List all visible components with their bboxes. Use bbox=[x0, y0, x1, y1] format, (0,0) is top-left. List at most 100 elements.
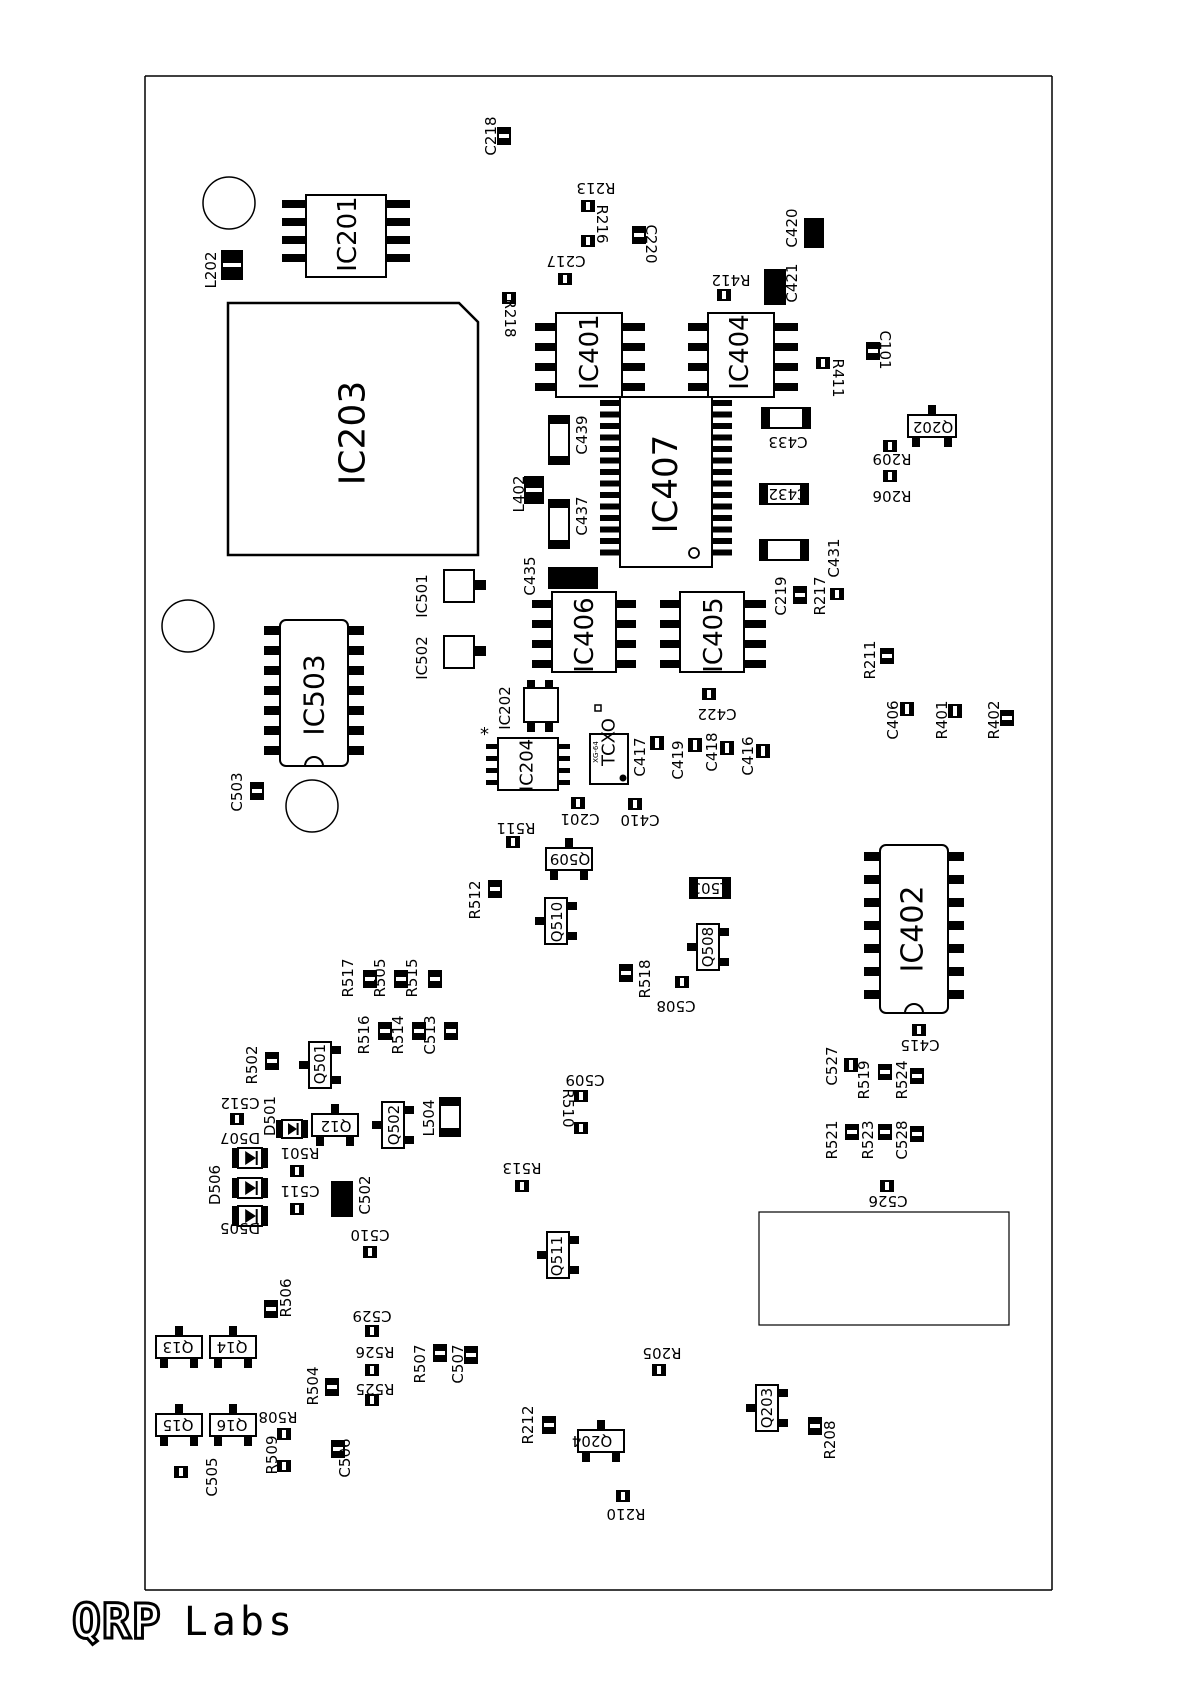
ref-r208: R208 bbox=[821, 1420, 839, 1459]
ref-q511: Q511 bbox=[548, 1236, 566, 1276]
ref-r517: R517 bbox=[339, 958, 357, 997]
r216-footprint bbox=[581, 235, 595, 247]
tcxo-package bbox=[589, 704, 629, 785]
ref-c502: C502 bbox=[356, 1175, 374, 1214]
r521-footprint bbox=[845, 1124, 859, 1140]
ref-r216: R216 bbox=[593, 204, 611, 243]
c417-footprint bbox=[650, 736, 664, 750]
c421-footprint bbox=[764, 269, 786, 305]
r526-footprint bbox=[365, 1364, 379, 1376]
c511-footprint bbox=[290, 1203, 304, 1215]
c513-footprint bbox=[444, 1022, 458, 1040]
ref-r508: R508 bbox=[258, 1408, 297, 1426]
ref-r411: R411 bbox=[829, 358, 847, 397]
ref-l402: L402 bbox=[510, 476, 528, 513]
ref-d501: D501 bbox=[261, 1096, 279, 1136]
ref-c418: C418 bbox=[703, 732, 721, 771]
ref-ic405: IC405 bbox=[699, 597, 729, 672]
r502-footprint bbox=[265, 1052, 279, 1070]
qrp-labs-logo: QRP Labs bbox=[71, 1593, 296, 1652]
r511-footprint bbox=[506, 836, 520, 848]
ref-r212: R212 bbox=[519, 1405, 537, 1444]
ref-r526: R526 bbox=[355, 1343, 394, 1361]
ref-c439: C439 bbox=[573, 415, 591, 454]
ref-r524: R524 bbox=[893, 1060, 911, 1099]
ic401-package bbox=[535, 312, 645, 398]
c512-footprint bbox=[230, 1113, 244, 1125]
ref-r519: R519 bbox=[855, 1060, 873, 1099]
ref-c431: C431 bbox=[825, 538, 843, 577]
ref-d505: D505 bbox=[220, 1219, 260, 1237]
ref-r211: R211 bbox=[861, 640, 879, 679]
ref-c218: C218 bbox=[482, 116, 500, 155]
ref-r512: R512 bbox=[466, 880, 484, 919]
ref-ic401: IC401 bbox=[575, 314, 605, 389]
ref-r501: R501 bbox=[280, 1144, 319, 1162]
q15-footprint bbox=[155, 1404, 203, 1446]
mounting-hole bbox=[202, 176, 256, 230]
ref-r506: R506 bbox=[277, 1278, 295, 1317]
mounting-hole bbox=[161, 599, 215, 653]
ref-r513: R513 bbox=[502, 1159, 541, 1177]
ic406-package bbox=[532, 591, 636, 673]
ref-ic406: IC406 bbox=[570, 597, 600, 672]
ref-c503: C503 bbox=[228, 772, 246, 811]
r209-footprint bbox=[883, 440, 897, 452]
q16-footprint bbox=[209, 1404, 257, 1446]
r211-footprint bbox=[880, 648, 894, 664]
c220-footprint bbox=[632, 226, 646, 244]
r523-footprint bbox=[878, 1124, 892, 1140]
r506-footprint bbox=[264, 1300, 278, 1318]
ref-r209: R209 bbox=[872, 450, 911, 468]
ref-c419: C419 bbox=[669, 740, 687, 779]
pin1-marker: * bbox=[480, 724, 489, 745]
c435-footprint bbox=[548, 567, 598, 589]
ref-c422: C422 bbox=[697, 705, 736, 723]
c406-footprint bbox=[900, 702, 914, 716]
ref-r504: R504 bbox=[304, 1366, 322, 1405]
ref-r509: R509 bbox=[263, 1435, 281, 1474]
ref-q12: Q12 bbox=[321, 1117, 352, 1135]
ref-ic502: IC502 bbox=[413, 636, 431, 680]
ref-r401: R401 bbox=[933, 700, 951, 739]
ref-c201: C201 bbox=[560, 810, 599, 828]
ref-r205: R205 bbox=[642, 1344, 681, 1362]
ref-r210: R210 bbox=[606, 1505, 645, 1523]
c502-footprint bbox=[331, 1181, 353, 1217]
ref-c433: C433 bbox=[768, 433, 807, 451]
ref-ic201: IC201 bbox=[333, 196, 363, 271]
q202-footprint bbox=[907, 405, 957, 447]
c509-footprint bbox=[574, 1090, 588, 1102]
c416-footprint bbox=[756, 744, 770, 758]
ref-r515: R515 bbox=[403, 958, 421, 997]
ref-r523: R523 bbox=[859, 1120, 877, 1159]
c528-footprint bbox=[910, 1126, 924, 1142]
q14-footprint bbox=[209, 1326, 257, 1368]
ref-d507: D507 bbox=[220, 1129, 260, 1147]
q501-footprint bbox=[299, 1041, 341, 1089]
r217-footprint bbox=[830, 588, 844, 600]
ref-c437: C437 bbox=[573, 496, 591, 535]
brand-name: QRP bbox=[71, 1593, 163, 1652]
c432-footprint bbox=[759, 483, 809, 505]
r401-footprint bbox=[948, 704, 962, 718]
ref-c509: C509 bbox=[565, 1071, 604, 1089]
ref-ic402: IC402 bbox=[896, 885, 931, 972]
ic204-package bbox=[486, 737, 570, 791]
ref-q203: Q203 bbox=[758, 1388, 776, 1428]
c503-footprint bbox=[250, 782, 264, 800]
ref-r521: R521 bbox=[823, 1120, 841, 1159]
c217-footprint bbox=[558, 273, 572, 285]
l503-footprint bbox=[689, 877, 731, 899]
ref-c219: C219 bbox=[772, 576, 790, 615]
q203-footprint bbox=[746, 1384, 788, 1432]
ic404-package bbox=[688, 312, 798, 398]
mounting-holes bbox=[161, 176, 339, 833]
ic503-package bbox=[264, 619, 364, 767]
ic201-package bbox=[282, 194, 410, 278]
c529-footprint bbox=[365, 1325, 379, 1337]
ref-c527: C527 bbox=[823, 1046, 841, 1085]
c418-footprint bbox=[720, 741, 734, 755]
q510-footprint bbox=[535, 897, 577, 945]
